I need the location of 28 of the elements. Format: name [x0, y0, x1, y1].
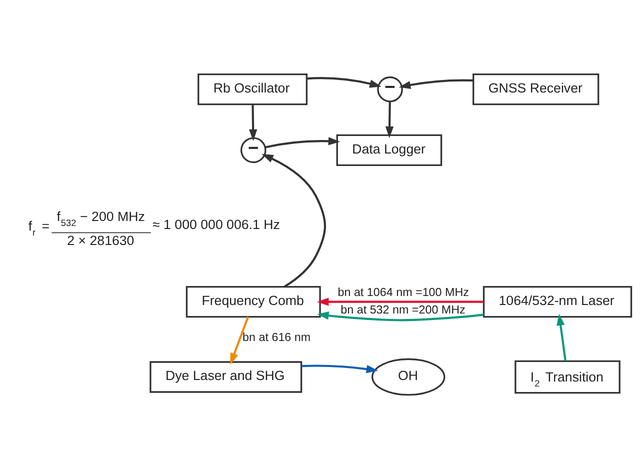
arrow: [398, 78, 474, 88]
node-box: Dye Laser and SHG: [150, 360, 302, 392]
label: f$_{r}$ =: [28, 218, 50, 237]
arrow: [556, 313, 566, 361]
node-box: Rb Oscillator: [198, 73, 308, 105]
arrow: [317, 311, 484, 321]
node-ellipse: OH: [371, 358, 446, 396]
arrow: [230, 316, 250, 364]
label: 2 × 281630: [67, 232, 134, 248]
arrow: [385, 101, 394, 138]
node-circle: −: [377, 76, 403, 102]
edge-label: bn at 1064 nm =100 MHz: [338, 286, 469, 299]
label: f$_{532}$ − 200 MHz: [56, 208, 145, 228]
node-box: Data Logger: [336, 134, 442, 166]
node-box: I$_{2}$ Transition: [514, 360, 620, 394]
arrow: [306, 76, 382, 88]
arrow: [249, 104, 258, 141]
node-box: 1064/532-nm Laser: [482, 285, 632, 318]
arrow: [301, 364, 378, 373]
label: ≈ 1 000 000 006.1 Hz: [152, 216, 280, 232]
arrow: [265, 136, 340, 148]
node-circle: −: [240, 136, 266, 163]
edge-label: bn at 532 nm =200 MHz: [340, 303, 466, 316]
node-box: GNSS Receiver: [472, 73, 600, 105]
node-box: Frequency Comb: [186, 285, 321, 318]
arrow: [316, 297, 484, 306]
arrow: [262, 153, 326, 288]
edge-label: bn at 616 nm: [242, 330, 311, 344]
